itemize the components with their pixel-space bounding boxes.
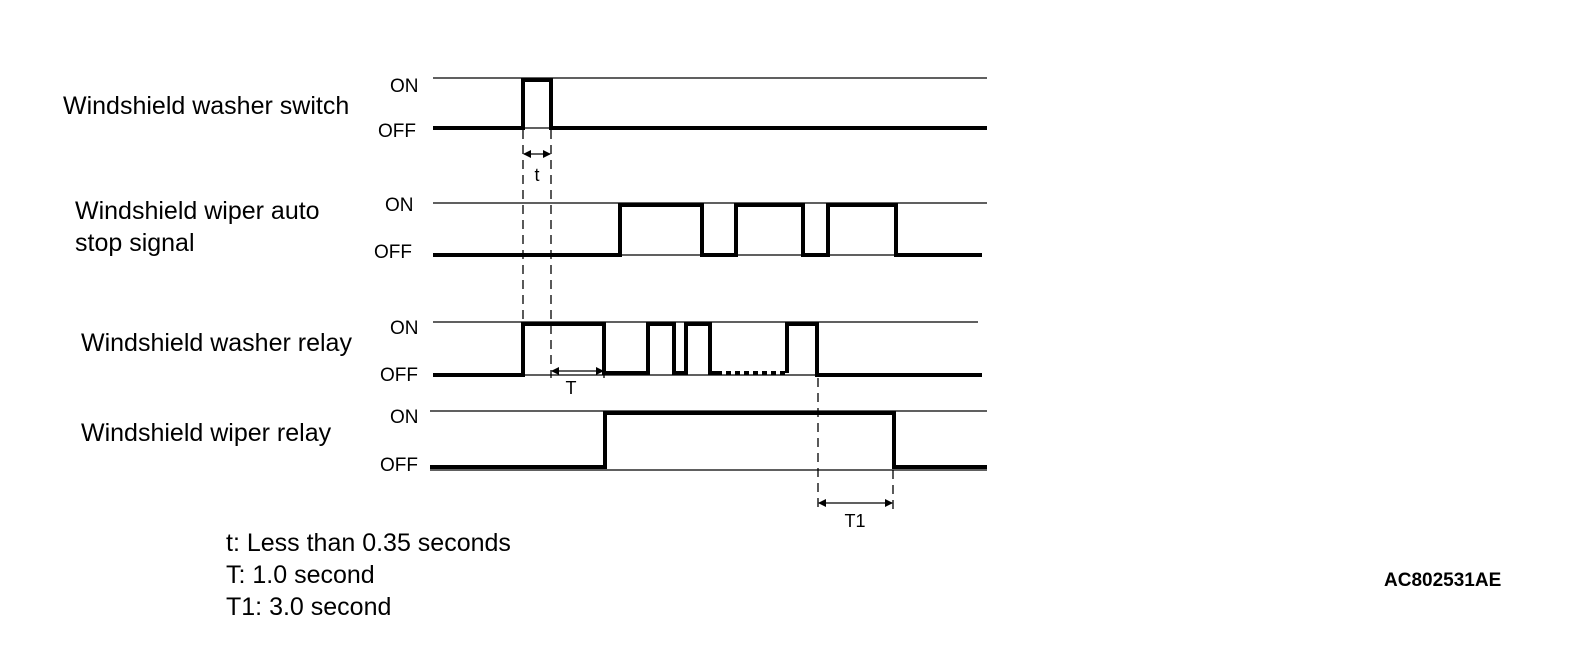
- auto-stop-label-line1: Windshield wiper auto: [75, 197, 320, 225]
- wiper-relay-waveform: [430, 411, 987, 469]
- washer-switch-on-label: ON: [390, 76, 419, 97]
- auto-stop-label-line2: stop signal: [75, 229, 195, 257]
- wiper-relay-label: Windshield wiper relay: [81, 419, 332, 447]
- T-dimension-label: T: [566, 378, 577, 398]
- auto-stop-on-label: ON: [385, 195, 414, 216]
- washer-relay-waveform-b: [785, 322, 982, 377]
- figure-code: AC802531AE: [1384, 570, 1501, 591]
- auto-stop-off-label: OFF: [374, 242, 412, 263]
- wiper-relay-on-label: ON: [390, 407, 419, 428]
- legend-t: t: Less than 0.35 seconds: [226, 529, 511, 557]
- T1-dimension-label: T1: [844, 511, 865, 531]
- washer-switch-off-label: OFF: [378, 121, 416, 142]
- legend-T: T: 1.0 second: [226, 561, 375, 589]
- washer-switch-label: Windshield washer switch: [63, 92, 349, 120]
- legend-T1: T1: 3.0 second: [226, 593, 391, 621]
- auto-stop-waveform: [433, 203, 982, 257]
- washer-relay-off-label: OFF: [380, 365, 418, 386]
- washer-switch-waveform: [433, 78, 987, 130]
- wiper-relay-off-label: OFF: [380, 455, 418, 476]
- washer-relay-waveform-a: [433, 322, 717, 377]
- t-dimension-label: t: [534, 165, 539, 185]
- washer-relay-on-label: ON: [390, 318, 419, 339]
- washer-relay-label: Windshield washer relay: [81, 329, 352, 357]
